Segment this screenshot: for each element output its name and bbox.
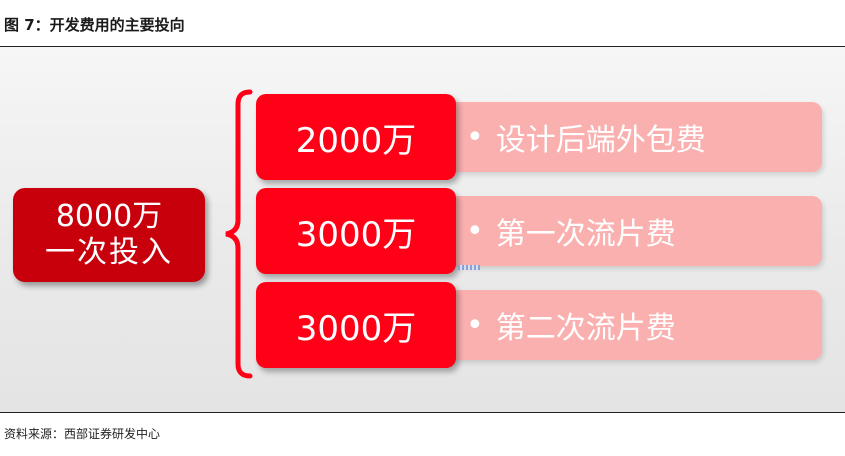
description-box: • 第一次流片费 — [440, 196, 822, 266]
bullet: • — [466, 213, 484, 249]
allocation-row: 3000万 • 第二次流片费 — [0, 282, 845, 368]
total-type-label: 一次投入 — [45, 235, 173, 270]
description-box: • 第二次流片费 — [440, 290, 822, 360]
amount-label: 3000万 — [295, 214, 417, 255]
amount-box: 3000万 — [256, 282, 456, 368]
bullet: • — [466, 307, 484, 343]
resize-handle-icon — [458, 265, 480, 270]
allocation-row: 3000万 • 第一次流片费 — [0, 188, 845, 274]
amount-box: 3000万 — [256, 188, 456, 274]
total-investment-box: 8000万 一次投入 — [13, 188, 205, 282]
amount-label: 2000万 — [295, 120, 417, 161]
description-label: 设计后端外包费 — [495, 123, 706, 158]
bottom-divider — [0, 412, 845, 413]
top-divider — [0, 46, 845, 47]
figure-title: 图 7：开发费用的主要投向 — [4, 16, 185, 34]
total-amount-label: 8000万 — [55, 199, 163, 234]
description-label: 第二次流片费 — [495, 311, 676, 346]
bullet: • — [466, 119, 484, 155]
amount-label: 3000万 — [295, 308, 417, 349]
curly-bracket — [225, 89, 253, 379]
allocation-row: 2000万 • 设计后端外包费 — [0, 94, 845, 180]
amount-box: 2000万 — [256, 94, 456, 180]
source-note: 资料来源：西部证券研发中心 — [4, 427, 161, 441]
description-box: • 设计后端外包费 — [440, 102, 822, 172]
description-label: 第一次流片费 — [495, 217, 676, 252]
